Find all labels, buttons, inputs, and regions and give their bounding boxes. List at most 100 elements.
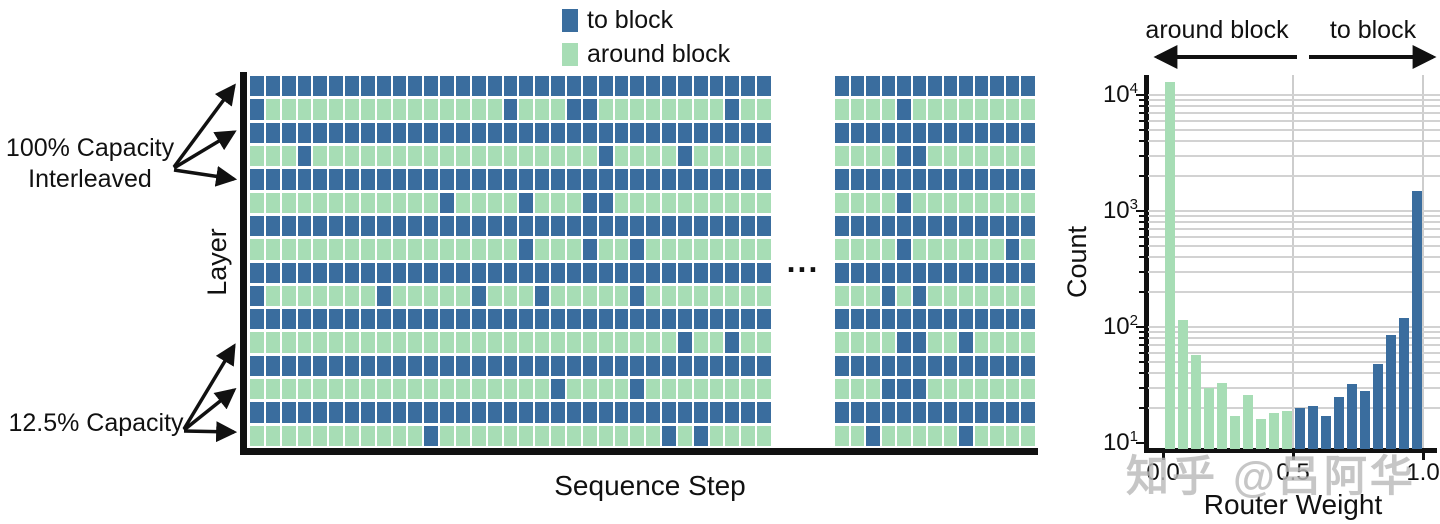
grid-cell-around-block (487, 332, 502, 353)
grid-cell-to-block (866, 76, 880, 97)
grid-cell-around-block (959, 285, 973, 307)
grid-cell-to-block (1021, 169, 1035, 190)
grid-cell-to-block (912, 402, 927, 423)
grid-cell-to-block (943, 76, 958, 97)
horizontal-gridline (1148, 270, 1440, 273)
grid-cell-to-block (313, 402, 328, 423)
grid-cell-around-block (551, 192, 565, 213)
horizontal-gridline (1148, 343, 1440, 346)
grid-cell-to-block (345, 215, 359, 237)
grid-cell-to-block (471, 169, 486, 190)
legend: to block around block (562, 6, 730, 69)
grid-cell-around-block (677, 192, 692, 213)
grid-cell-to-block (1005, 122, 1020, 143)
grid-cell-around-block (1005, 285, 1020, 307)
grid-cell-around-block (725, 145, 740, 167)
grid-cell-around-block (265, 425, 280, 446)
grid-cell-around-block (392, 425, 407, 446)
grid-cell-to-block (250, 99, 264, 120)
grid-cell-to-block (566, 122, 581, 143)
grid-cell-around-block (535, 99, 550, 120)
grid-cell-to-block (582, 309, 597, 330)
grid-cell-around-block (440, 99, 455, 120)
grid-cell-around-block (1021, 332, 1035, 353)
grid-cell-around-block (866, 99, 880, 120)
grid-cell-around-block (535, 239, 550, 260)
grid-cell-around-block (741, 192, 756, 213)
to-block-swatch (562, 9, 578, 32)
grid-cell-to-block (646, 122, 661, 143)
x-tick-label: 0.0 (1146, 459, 1180, 486)
grid-cell-to-block (646, 355, 661, 377)
grid-cell-to-block (709, 122, 724, 143)
grid-cell-around-block (881, 425, 896, 446)
grid-cell-to-block (630, 285, 645, 307)
grid-cell-to-block (959, 169, 973, 190)
grid-cell-around-block (709, 332, 724, 353)
grid-cell-around-block (471, 239, 486, 260)
grid-cell-around-block (408, 99, 423, 120)
grid-cell-to-block (582, 169, 597, 190)
grid-cell-around-block (662, 192, 676, 213)
grid-cell-around-block (912, 192, 927, 213)
grid-cell-around-block (677, 99, 692, 120)
grid-cell-around-block (345, 192, 359, 213)
grid-cell-to-block (408, 76, 423, 97)
grid-cell-to-block (471, 76, 486, 97)
grid-cell-around-block (598, 285, 613, 307)
grid-cell-to-block (440, 122, 455, 143)
grid-cell-to-block (614, 122, 629, 143)
grid-cell-around-block (1021, 239, 1035, 260)
grid-cell-around-block (646, 145, 661, 167)
grid-cell-to-block (281, 76, 296, 97)
grid-cell-to-block (551, 379, 565, 400)
grid-cell-to-block (881, 262, 896, 283)
horizontal-gridline (1148, 291, 1440, 294)
grid-cell-to-block (662, 309, 676, 330)
grid-cell-to-block (630, 402, 645, 423)
y-tick-label: 104 (1102, 80, 1138, 108)
grid-cell-around-block (662, 379, 676, 400)
grid-cell-to-block (281, 215, 296, 237)
grid-cell-to-block (503, 215, 518, 237)
grid-cell-to-block (662, 76, 676, 97)
grid-cell-to-block (519, 76, 534, 97)
grid-cell-to-block (974, 76, 989, 97)
grid-cell-to-block (614, 355, 629, 377)
grid-cell-to-block (376, 122, 391, 143)
grid-cell-around-block (1005, 332, 1020, 353)
histogram-bar-around-block (1203, 387, 1214, 449)
grid-cell-to-block (1005, 262, 1020, 283)
grid-cell-to-block (424, 215, 439, 237)
grid-cell-to-block (1005, 239, 1020, 260)
grid-cell-to-block (741, 355, 756, 377)
annotation-125-capacity: 12.5% Capacity (8, 409, 184, 437)
grid-cell-to-block (866, 355, 880, 377)
grid-cell-to-block (757, 169, 771, 190)
grid-cell-to-block (535, 215, 550, 237)
grid-cell-to-block (503, 99, 518, 120)
grid-cell-to-block (535, 262, 550, 283)
grid-cell-to-block (1005, 402, 1020, 423)
y-minor-tick (1139, 111, 1144, 114)
grid-cell-around-block (313, 192, 328, 213)
grid-cell-around-block (881, 192, 896, 213)
grid-cell-to-block (392, 122, 407, 143)
y-minor-tick (1139, 291, 1144, 294)
grid-cell-around-block (677, 379, 692, 400)
y-minor-tick (1139, 227, 1144, 230)
grid-cell-to-block (376, 309, 391, 330)
grid-cell-to-block (928, 122, 942, 143)
grid-cell-around-block (566, 379, 581, 400)
grid-cell-to-block (709, 262, 724, 283)
histogram-bar-around-block (1229, 416, 1240, 449)
grid-cell-to-block (943, 169, 958, 190)
grid-cell-to-block (471, 355, 486, 377)
grid-cell-around-block (928, 285, 942, 307)
grid-cell-to-block (990, 76, 1004, 97)
grid-cell-around-block (757, 99, 771, 120)
grid-cell-around-block (741, 239, 756, 260)
grid-cell-to-block (912, 76, 927, 97)
grid-cell-to-block (297, 402, 312, 423)
grid-cell-around-block (503, 285, 518, 307)
